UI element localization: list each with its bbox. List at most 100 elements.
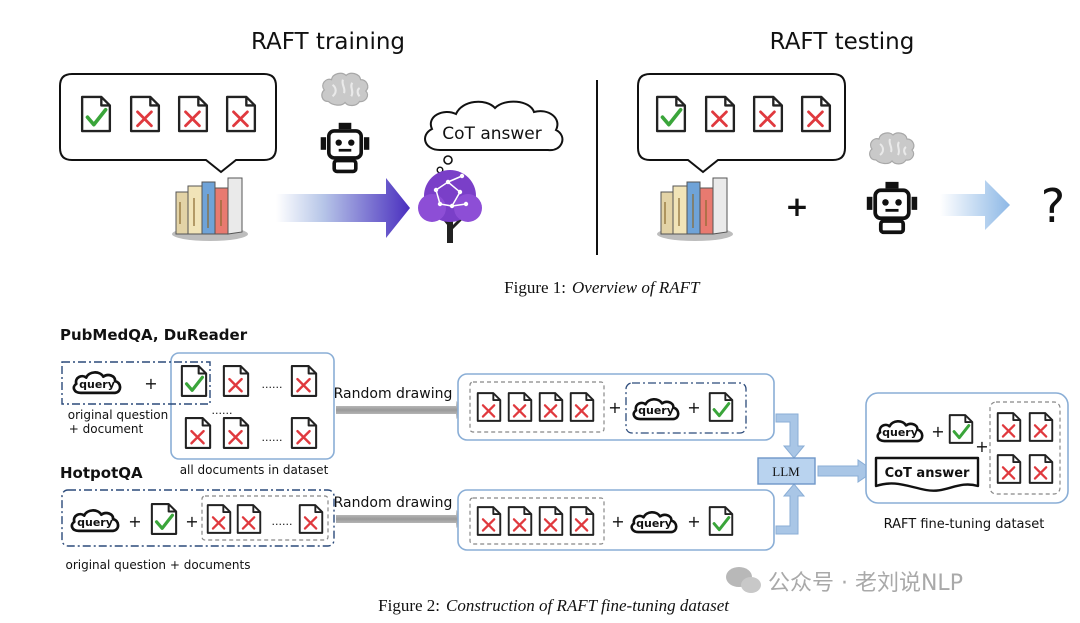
watermark-text: 公众号 · 老刘说NLP xyxy=(768,571,963,596)
llm-label: LLM xyxy=(772,464,800,479)
merge-arrow-bottom xyxy=(775,483,806,535)
hotpot-question-docs-group xyxy=(61,489,335,547)
distractor-doc-icon xyxy=(206,503,232,535)
distractor-doc-icon xyxy=(507,391,533,423)
cot-answer-banner xyxy=(874,456,980,492)
svg-text:query: query xyxy=(77,516,113,529)
distractor-doc-icon xyxy=(538,391,564,423)
distractor-doc-icon xyxy=(1028,453,1054,485)
distractor-doc-icon xyxy=(800,95,832,133)
llm-box xyxy=(757,457,816,485)
orig-question-docs-label: original question + documents xyxy=(66,558,251,572)
relevant-doc-icon xyxy=(180,364,208,398)
relevant-doc-icon xyxy=(655,95,687,133)
svg-text:+: + xyxy=(687,512,700,531)
svg-text:query: query xyxy=(638,404,674,417)
dataset-label: RAFT fine-tuning dataset xyxy=(884,517,1045,532)
distractor-doc-icon xyxy=(298,503,324,535)
svg-text:+: + xyxy=(611,512,624,531)
distractor-doc-icon xyxy=(236,503,262,535)
random-drawing-label-2: Random drawing xyxy=(334,495,453,511)
fig2-caption-prefix: Figure 2: xyxy=(378,596,440,615)
random-drawing-arrow-2 xyxy=(336,510,470,528)
svg-text:query: query xyxy=(882,426,918,439)
distractor-group xyxy=(469,381,605,433)
distractor-doc-icon xyxy=(290,416,318,450)
svg-text:......: ...... xyxy=(262,378,283,391)
question-mark: ? xyxy=(1041,179,1065,233)
distractor-doc-icon xyxy=(177,95,209,133)
svg-text:+: + xyxy=(144,374,157,393)
dataset-frame xyxy=(865,392,1069,504)
training-title: RAFT training xyxy=(251,29,405,55)
distractor-doc-icon xyxy=(1028,411,1054,443)
books-icon xyxy=(656,177,734,242)
distractor-doc-icon xyxy=(222,416,250,450)
orig-question-label: original question xyxy=(68,408,169,422)
distractor-doc-icon xyxy=(476,391,502,423)
relevant-doc-icon xyxy=(708,391,734,423)
svg-text:+: + xyxy=(608,398,621,417)
merge-arrow-top xyxy=(775,413,806,459)
orig-document-label: + document xyxy=(69,422,144,436)
relevant-doc-icon xyxy=(150,502,178,536)
robot-icon xyxy=(864,180,920,235)
tree-icon xyxy=(418,170,482,243)
svg-text:+: + xyxy=(975,437,988,456)
svg-text:......: ...... xyxy=(262,431,283,444)
relevant-doc-icon xyxy=(708,505,734,537)
fig1-caption-title: Overview of RAFT xyxy=(572,278,701,297)
fig1-caption-prefix: Figure 1: xyxy=(504,278,566,297)
cot-answer-cloud xyxy=(424,100,564,152)
watermark: 公众号 · 老刘说NLP xyxy=(726,567,963,596)
relevant-doc-icon xyxy=(948,413,974,445)
pubmed-title: PubMedQA, DuReader xyxy=(60,326,248,344)
question-doc-group xyxy=(625,382,747,434)
plus-sign: + xyxy=(785,190,808,223)
brain-icon xyxy=(868,131,915,165)
books-icon xyxy=(171,177,249,242)
svg-text:......: ...... xyxy=(212,404,233,417)
distractor-group xyxy=(469,497,605,545)
distractor-doc-icon xyxy=(476,505,502,537)
distractor-doc-icon xyxy=(569,391,595,423)
fig2-caption-title: Construction of RAFT fine-tuning dataset xyxy=(446,596,730,615)
distractor-doc-icon xyxy=(996,453,1022,485)
distractor-doc-icon xyxy=(507,505,533,537)
distractor-doc-icon xyxy=(569,505,595,537)
brain-icon xyxy=(320,72,369,107)
distractor-doc-icon xyxy=(184,416,212,450)
hotpot-title: HotpotQA xyxy=(60,464,143,482)
distractor-doc-icon xyxy=(225,95,257,133)
distractor-doc-icon xyxy=(996,411,1022,443)
random-drawing-label-1: Random drawing xyxy=(334,386,453,402)
training-docs-bubble xyxy=(59,73,277,174)
distractor-doc-icon xyxy=(752,95,784,133)
sample-frame-top xyxy=(457,373,775,441)
svg-text:+: + xyxy=(687,398,700,417)
cot-cloud-label: CoT answer xyxy=(442,124,541,144)
distractor-doc-icon xyxy=(704,95,736,133)
query-label: query xyxy=(79,378,115,391)
testing-title: RAFT testing xyxy=(770,29,915,55)
relevant-doc-icon xyxy=(80,95,112,133)
svg-text:+: + xyxy=(931,422,944,441)
training-arrow xyxy=(276,178,410,238)
distractor-group xyxy=(201,495,329,541)
testing-docs-bubble xyxy=(637,73,846,174)
distractor-doc-icon xyxy=(222,364,250,398)
svg-text:+: + xyxy=(128,512,141,531)
random-drawing-arrow-1 xyxy=(336,401,470,419)
sample-frame-bottom xyxy=(457,489,775,551)
svg-text:......: ...... xyxy=(272,515,293,528)
cot-answer-label: CoT answer xyxy=(885,466,970,481)
distractor-doc-icon xyxy=(538,505,564,537)
distractor-group xyxy=(989,401,1061,495)
testing-arrow xyxy=(940,180,1010,230)
all-docs-label: all documents in dataset xyxy=(180,463,329,477)
svg-text:+: + xyxy=(185,512,198,531)
distractor-doc-icon xyxy=(129,95,161,133)
robot-icon xyxy=(318,120,372,174)
svg-text:query: query xyxy=(636,517,672,530)
